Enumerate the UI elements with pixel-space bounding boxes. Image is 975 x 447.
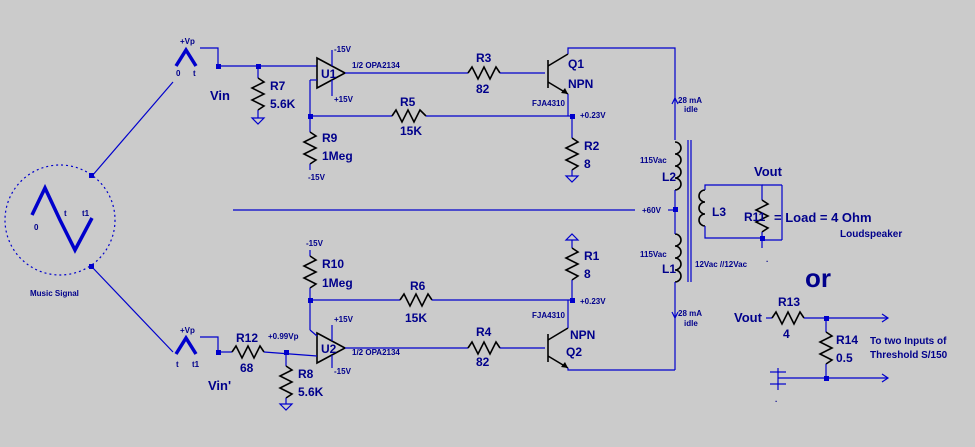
r13-value: 4 (783, 327, 790, 341)
src-bot-t: t (176, 360, 179, 369)
q2-type: NPN (570, 328, 595, 342)
vp-label-bottom: +Vp (180, 326, 195, 335)
music-axis-t1: t1 (82, 209, 90, 218)
r14-value: 0.5 (836, 351, 853, 365)
source-vin: +Vp 0 t (174, 37, 198, 78)
u1-pos-rail: +15V (334, 95, 354, 104)
r9-value: 1Meg (322, 149, 353, 163)
net-vin: Vin (210, 88, 230, 103)
r8-ref: R8 (298, 367, 314, 381)
rail-neg15-r10: -15V (306, 239, 324, 248)
u1-ref: U1 (321, 67, 337, 81)
u2-opamp: +15V -15V U2 1/2 OPA2134 (316, 315, 400, 376)
music-axis-t: t (64, 209, 67, 218)
r10-value: 1Meg (322, 276, 353, 290)
r14-ref: R14 (836, 333, 858, 347)
r8-value: 5.6K (298, 385, 324, 399)
u1-neg-rail: -15V (334, 45, 352, 54)
u1-opamp: -15V +15V U1 1/2 OPA2134 (316, 45, 400, 104)
r12-value: 68 (240, 361, 254, 375)
current-bottom: 28 mA (678, 309, 702, 318)
music-signal-source: 0 t t1 Music Signal (4, 164, 116, 298)
gnd-dot-top: . (766, 255, 768, 264)
load-label: = Load = 4 Ohm (774, 210, 872, 225)
r2-value: 8 (584, 157, 591, 171)
src-top-t: t (193, 69, 196, 78)
q1-type: NPN (568, 77, 593, 91)
q1-part: FJA4310 (532, 99, 565, 108)
r3-value: 82 (476, 82, 490, 96)
u2-pos-rail: +15V (334, 315, 354, 324)
q2-transistor: NPN Q2 FJA4310 (532, 311, 595, 369)
alt-output: Vout R13 4 R14 0.5 . To two Inputs of Th… (734, 295, 948, 404)
current-top-idle: idle (684, 105, 698, 114)
r13-ref: R13 (778, 295, 800, 309)
r1-ref: R1 (584, 249, 600, 263)
speaker-label: Loudspeaker (840, 229, 902, 240)
r12-ref: R12 (236, 331, 258, 345)
r5-ref: R5 (400, 95, 416, 109)
vout-label: Vout (754, 164, 783, 179)
music-signal-label: Music Signal (30, 289, 79, 298)
q2-ref: Q2 (566, 345, 582, 359)
r6-value: 15K (405, 311, 427, 325)
r10-ref: R10 (322, 257, 344, 271)
r4-ref: R4 (476, 325, 492, 339)
u2-neg-rail: -15V (334, 367, 352, 376)
q1-transistor: Q1 NPN FJA4310 (532, 53, 593, 108)
transformer: 115Vac L2 115Vac L1 L3 12Vac //12Vac (640, 140, 748, 370)
l2-voltage: 115Vac (640, 156, 667, 165)
gnd-dot-bottom: . (775, 395, 777, 404)
l1-ref: L1 (662, 262, 676, 276)
u2-ref: U2 (321, 342, 337, 356)
r1-value: 8 (584, 267, 591, 281)
r9-ref: R9 (322, 131, 338, 145)
q1-ref: Q1 (568, 57, 584, 71)
l2-ref: L2 (662, 170, 676, 184)
r11-ref: R11 (744, 210, 766, 224)
src-bot-t1: t1 (192, 360, 200, 369)
net-vin-prime: Vin' (208, 378, 231, 393)
r5-value: 15K (400, 124, 422, 138)
alt-note-2: Threshold S/150 (870, 350, 948, 361)
transformer-ratio: 12Vac //12Vac (695, 260, 748, 269)
r4-value: 82 (476, 355, 490, 369)
node-u2-in: +0.99Vp (268, 332, 299, 341)
current-top: 28 mA (678, 96, 702, 105)
source-vin-prime: +Vp t t1 (174, 326, 200, 369)
music-axis-0: 0 (34, 223, 39, 232)
node-q2-emitter: +0.23V (580, 297, 606, 306)
rail-neg15-r9: -15V (308, 173, 326, 182)
r2-ref: R2 (584, 139, 600, 153)
node-mid: +60V (642, 206, 662, 215)
alt-vout: Vout (734, 310, 763, 325)
r7-value: 5.6K (270, 97, 296, 111)
q2-part: FJA4310 (532, 311, 565, 320)
r7-ref: R7 (270, 79, 286, 93)
u1-part: 1/2 OPA2134 (352, 61, 400, 70)
u2-part: 1/2 OPA2134 (352, 348, 400, 357)
or-label: or (805, 263, 831, 293)
l1-voltage: 115Vac (640, 250, 667, 259)
current-bottom-idle: idle (684, 319, 698, 328)
r3-ref: R3 (476, 51, 492, 65)
src-top-0: 0 (176, 69, 181, 78)
vp-label-top: +Vp (180, 37, 195, 46)
l3-ref: L3 (712, 205, 726, 219)
alt-note-1: To two Inputs of (870, 336, 947, 347)
node-q1-emitter: +0.23V (580, 111, 606, 120)
r6-ref: R6 (410, 279, 426, 293)
